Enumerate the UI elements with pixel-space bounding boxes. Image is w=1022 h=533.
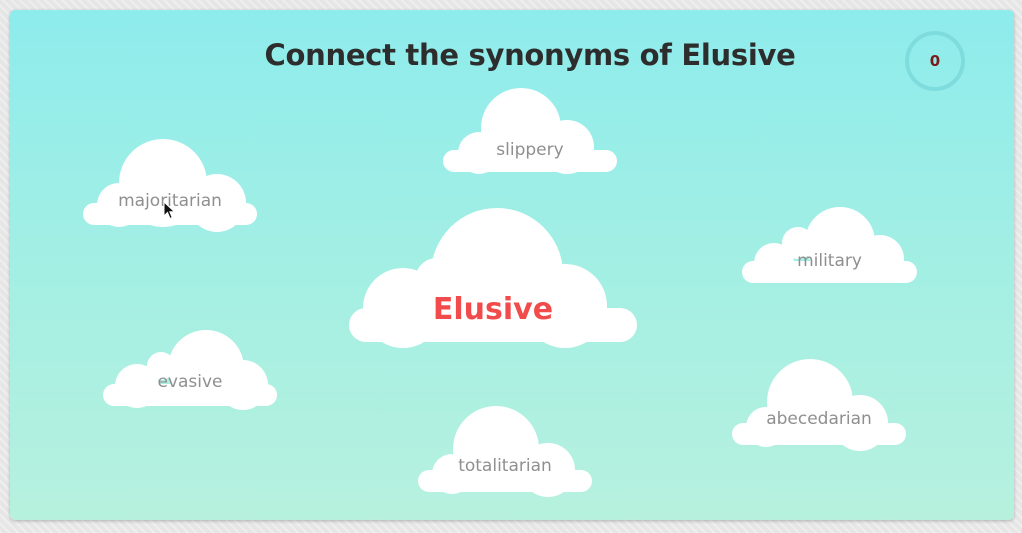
cloud-option-majoritarian[interactable]: majoritarian [83, 139, 257, 232]
score-counter: 0 [905, 31, 965, 91]
center-word-label: Elusive [432, 292, 554, 327]
cloud-shape [349, 208, 637, 348]
mouse-pointer-icon [163, 201, 176, 220]
option-label: majoritarian [118, 191, 222, 211]
option-label: evasive [157, 372, 223, 392]
cloud-shape [732, 359, 906, 451]
cloud-option-abecedarian[interactable]: abecedarian [732, 359, 906, 451]
cloud-shape [418, 406, 592, 497]
option-label: abecedarian [766, 409, 872, 429]
cloud-option-slippery[interactable]: slippery [443, 88, 617, 176]
cloud-option-totalitarian[interactable]: totalitarian [418, 406, 592, 497]
cloud-shape [742, 207, 917, 283]
cloud-shape [443, 88, 617, 174]
cloud-option-military[interactable]: military [742, 207, 917, 283]
game-title: Connect the synonyms of Elusive [264, 38, 796, 72]
option-label: slippery [496, 140, 564, 160]
cloud-shape [103, 330, 277, 410]
cloud-center-word[interactable]: Elusive [349, 208, 637, 348]
option-label: military [797, 251, 862, 271]
cloud-option-evasive[interactable]: evasive [103, 330, 277, 410]
option-label: totalitarian [458, 456, 552, 476]
game-board: Connect the synonyms of Elusive 0 slippe… [10, 10, 1014, 520]
